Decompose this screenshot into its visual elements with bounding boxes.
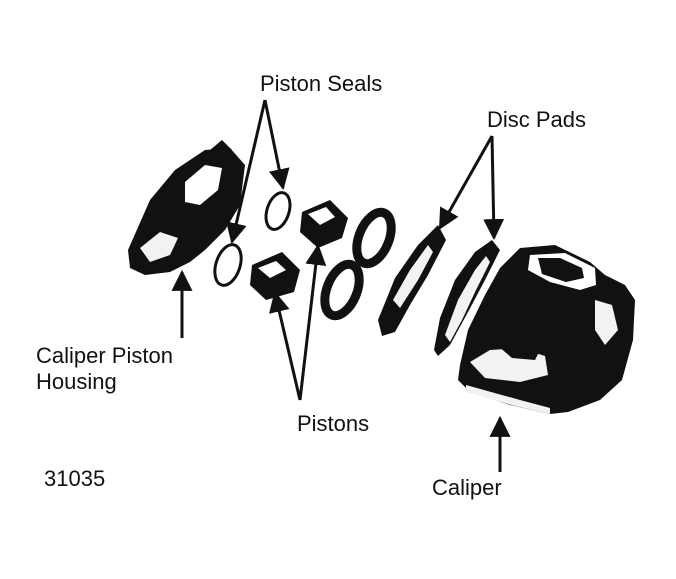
disc-pads-arrow-right [483, 135, 505, 241]
disc-pads-arrow-left [438, 135, 494, 230]
piston-boot-upper [352, 207, 396, 269]
label-caliper-piston-housing-line2: Housing [36, 369, 117, 394]
disc-pad-outer [434, 240, 500, 356]
disc-pad-inner [378, 225, 446, 336]
caliper-piston-housing [128, 140, 245, 275]
piston-upper [300, 200, 348, 248]
piston-seals-arrow-left [226, 99, 267, 245]
label-caliper-piston-housing-line1: Caliper Piston [36, 343, 173, 368]
piston-seal-upper [264, 191, 292, 231]
label-piston-seals: Piston Seals [260, 71, 383, 96]
piston-seal-lower [213, 243, 243, 287]
pistons-arrow-left [269, 290, 302, 401]
piston-seals-arrow-right [263, 99, 290, 191]
caliper-body [458, 245, 635, 414]
label-caliper: Caliper [432, 475, 502, 500]
piston-lower [250, 252, 300, 300]
figure-number: 31035 [44, 466, 106, 491]
piston-boot-lower [320, 259, 364, 321]
label-pistons: Pistons [297, 411, 370, 436]
label-disc-pads: Disc Pads [487, 107, 587, 132]
pistons-arrow-right [298, 243, 327, 401]
